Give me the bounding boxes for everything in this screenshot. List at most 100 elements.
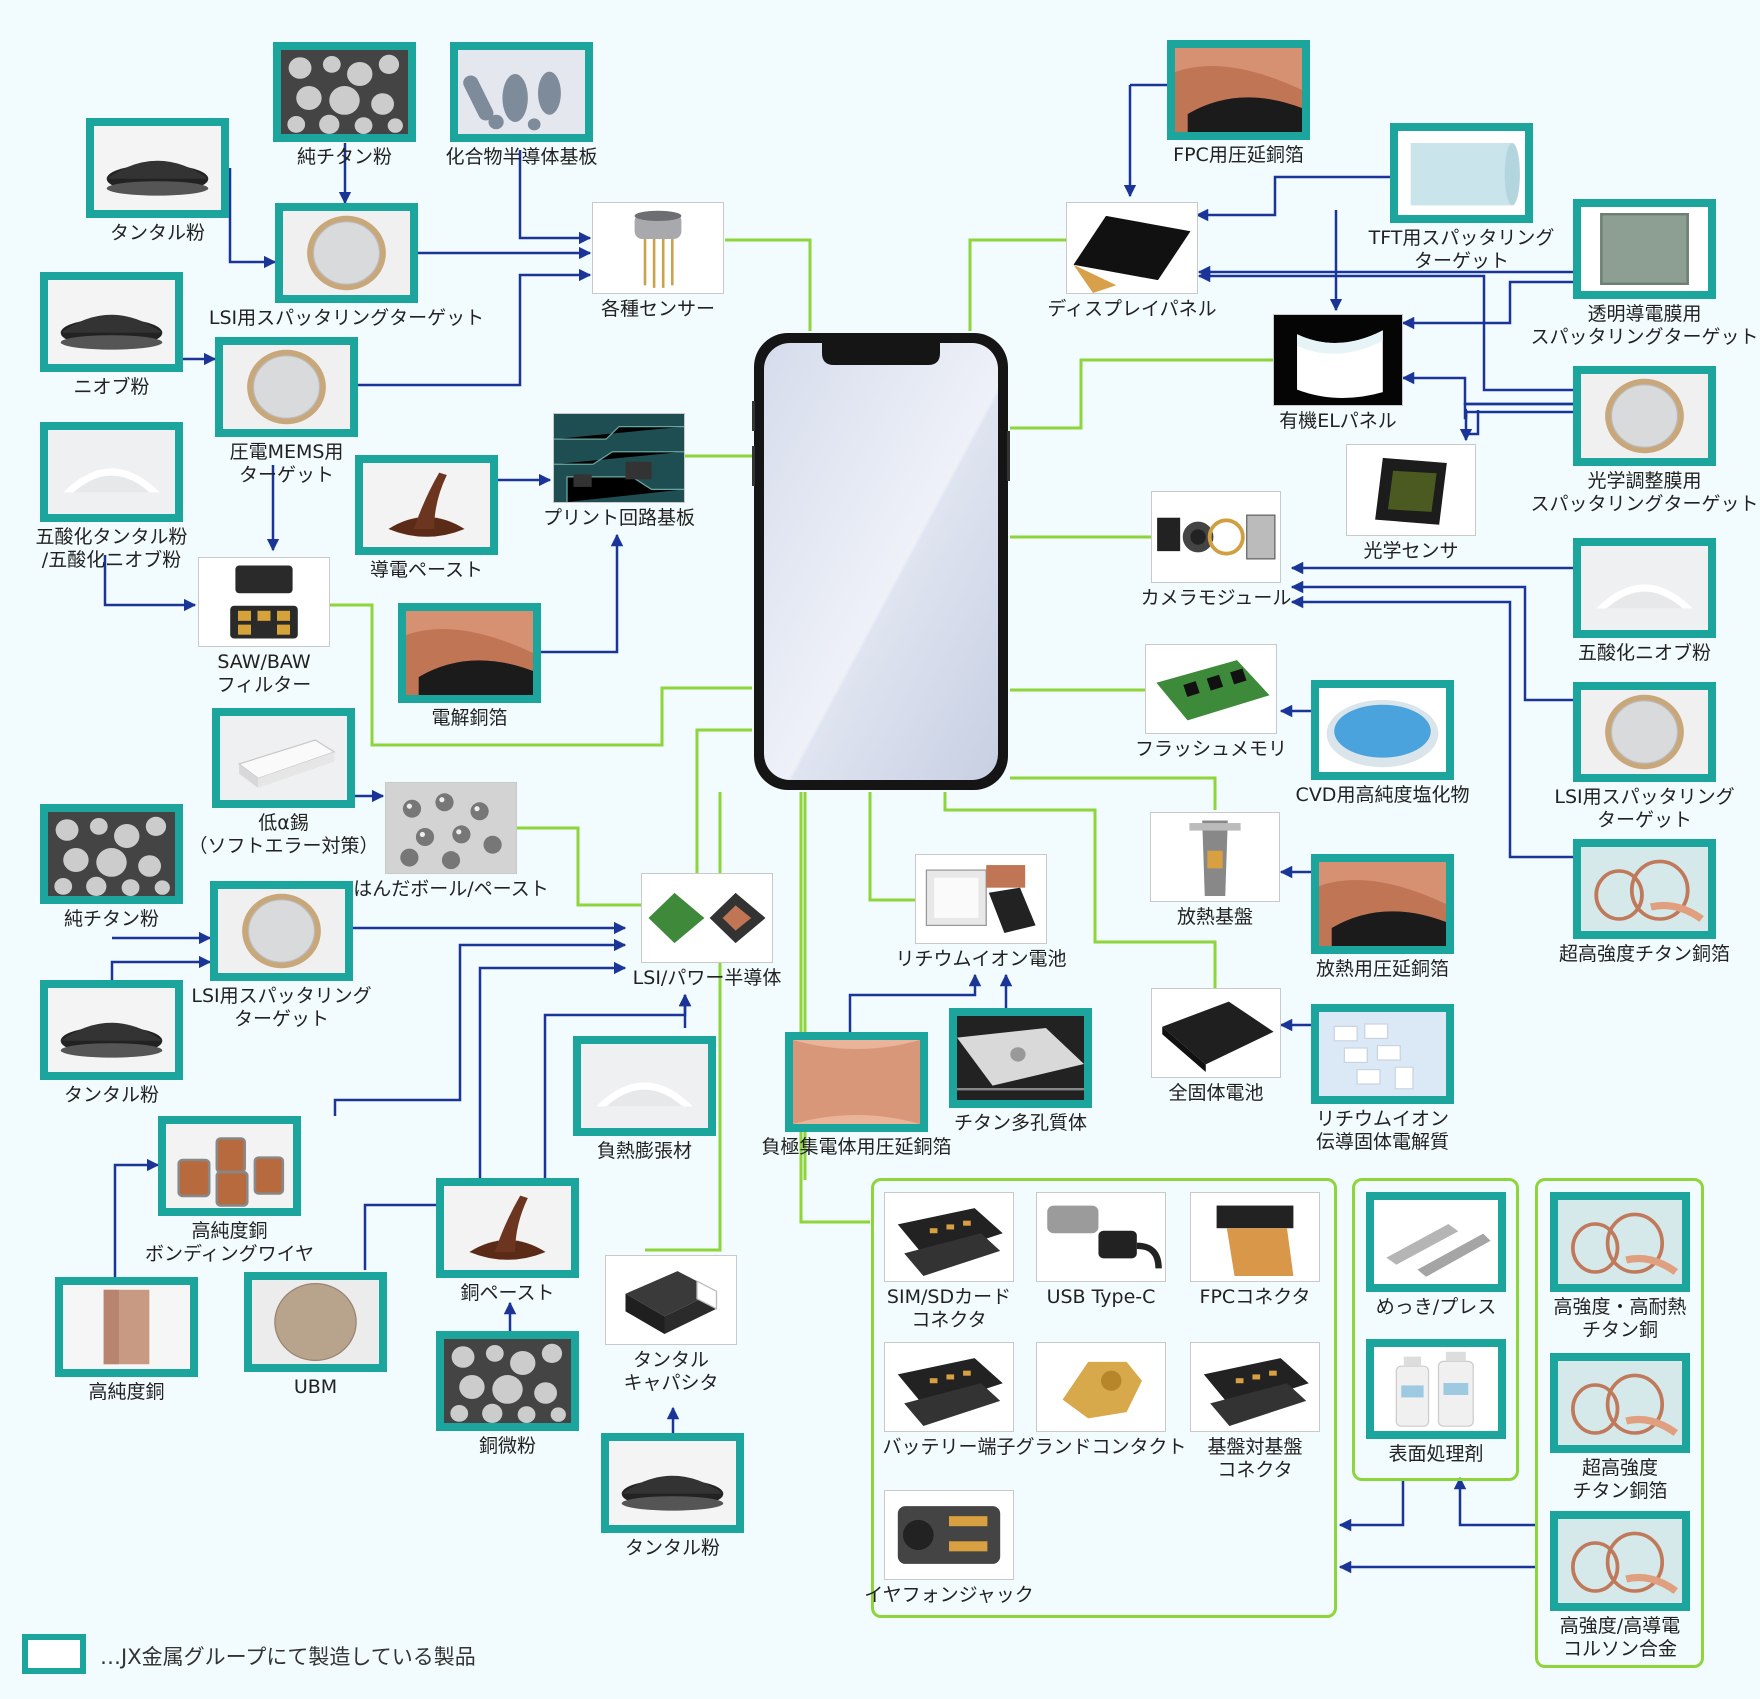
solder-ball-paste-label: はんだボール/ペースト	[353, 878, 549, 900]
earphone-jack-label: イヤフォンジャック	[864, 1584, 1034, 1606]
plating-press-node: めっき/プレス	[1366, 1192, 1506, 1318]
high-strength-heat-ticu-node: 高強度・高耐熱 チタン銅	[1550, 1192, 1690, 1341]
oled-icon	[1273, 314, 1403, 406]
tantalum-powder-2-node: タンタル粉	[40, 980, 183, 1106]
cvd-chloride-label: CVD用高純度塩化物	[1295, 784, 1470, 806]
flash-memory-node: フラッシュメモリ	[1135, 644, 1287, 760]
battery-terminal-label: バッテリー端子	[882, 1436, 1016, 1458]
tantalum-powder-3-label: タンタル粉	[624, 1537, 720, 1559]
target-disc-icon	[215, 337, 358, 437]
tin-ingot-icon	[212, 708, 355, 808]
capacitor-icon	[605, 1255, 737, 1345]
copper-block-icon	[55, 1277, 198, 1377]
tft-sputtering-target-node: TFT用スパッタリング ターゲット	[1369, 123, 1554, 272]
copper-fine-powder-label: 銅微粉	[478, 1435, 536, 1457]
copper-coil-icon	[1573, 839, 1716, 939]
blue-dish-icon	[1311, 680, 1454, 780]
compound-semiconductor-substrate-label: 化合物半導体基板	[445, 146, 598, 168]
titanium-porous-node: チタン多孔質体	[949, 1008, 1092, 1134]
target-disc-icon	[1573, 682, 1716, 782]
copper-coil-icon	[1550, 1353, 1690, 1453]
fpc-connector-icon	[1190, 1192, 1320, 1282]
solder-ball-paste-node: はんだボール/ペースト	[353, 782, 549, 900]
high-strength-corson-label: 高強度/高導電 コルソン合金	[1559, 1615, 1681, 1660]
usb-type-c-node: USB Type-C	[1036, 1192, 1166, 1308]
target-disc-icon	[210, 881, 353, 981]
ground-contact-node: グランドコンタクト	[1015, 1342, 1187, 1458]
connector-icon	[1190, 1342, 1320, 1432]
organic-el-panel-node: 有機ELパネル	[1273, 314, 1403, 432]
square-target-icon	[1573, 199, 1716, 299]
bottles-icon	[1366, 1339, 1506, 1439]
niobium-powder-node: ニオブ粉	[40, 272, 183, 398]
ground-contact-label: グランドコンタクト	[1015, 1436, 1187, 1458]
copper-paste-label: 銅ペースト	[460, 1282, 555, 1304]
pure-titanium-powder-1-label: 純チタン粉	[296, 146, 392, 168]
fpc-connector-label: FPCコネクタ	[1199, 1286, 1311, 1308]
tantalum-powder-2-label: タンタル粉	[63, 1084, 159, 1106]
display-panel-node: ディスプレイパネル	[1047, 202, 1217, 320]
negative-thermal-expansion-label: 負熱膨張材	[596, 1140, 692, 1162]
cvd-chloride-node: CVD用高純度塩化物	[1296, 680, 1469, 806]
solder-balls-icon	[385, 782, 517, 874]
lsi-sputtering-target-2-node: LSI用スパッタリング ターゲット	[191, 881, 372, 1030]
tft-sputtering-target-label: TFT用スパッタリング ターゲット	[1368, 227, 1555, 272]
usb-type-c-label: USB Type-C	[1046, 1286, 1156, 1308]
organic-el-panel-label: 有機ELパネル	[1279, 410, 1397, 432]
powder-white-icon	[573, 1036, 716, 1136]
heat-rolled-copper-foil-node: 放熱用圧延銅箔	[1311, 854, 1454, 980]
fpc-rolled-copper-foil-label: FPC用圧延銅箔	[1173, 144, 1304, 166]
wafer-icon	[244, 1272, 387, 1372]
fpc-connector-node: FPCコネクタ	[1190, 1192, 1320, 1308]
copper-foil-icon	[398, 603, 541, 703]
fpc-rolled-copper-foil-node: FPC用圧延銅箔	[1167, 40, 1310, 166]
conductive-paste-label: 導電ペースト	[369, 559, 484, 581]
porous-sheet-icon	[949, 1008, 1092, 1108]
anode-rolled-copper-foil-label: 負極集電体用圧延銅箔	[761, 1136, 952, 1158]
saw-baw-filter-node: SAW/BAW フィルター	[198, 557, 330, 696]
transparent-conductive-target-label: 透明導電膜用 スパッタリングターゲット	[1530, 303, 1759, 348]
lithium-ion-battery-label: リチウムイオン電池	[895, 948, 1067, 970]
paste-icon	[436, 1178, 579, 1278]
sim-sd-connector-node: SIM/SDカード コネクタ	[884, 1192, 1014, 1331]
legend-text: …JX金属グループにて製造している製品	[100, 1645, 476, 1669]
copper-fine-powder-node: 銅微粉	[436, 1331, 579, 1457]
flash-memory-label: フラッシュメモリ	[1134, 738, 1287, 760]
high-purity-copper-label: 高純度銅	[88, 1381, 165, 1403]
tantalum-niobium-pentoxide-label: 五酸化タンタル粉 /五酸化ニオブ粉	[35, 526, 188, 571]
niobium-powder-label: ニオブ粉	[73, 376, 150, 398]
connector-icon	[884, 1342, 1014, 1432]
surface-treatment-node: 表面処理剤	[1366, 1339, 1506, 1465]
optical-adjustment-target-label: 光学調整膜用 スパッタリングターゲット	[1530, 470, 1759, 515]
chip-package-icon	[198, 557, 330, 647]
ultra-high-strength-ticu-foil-2-label: 超高強度 チタン銅箔	[1572, 1457, 1668, 1502]
piezo-mems-target-node: 圧電MEMS用 ターゲット	[215, 337, 358, 486]
tantalum-powder-1-label: タンタル粉	[109, 222, 205, 244]
saw-baw-filter-label: SAW/BAW フィルター	[216, 651, 312, 696]
target-disc-icon	[1573, 366, 1716, 466]
tantalum-capacitor-node: タンタル キャパシタ	[605, 1255, 737, 1394]
bonding-wire-label: 高純度銅 ボンディングワイヤ	[144, 1220, 315, 1265]
pure-titanium-powder-2-label: 純チタン粉	[63, 908, 159, 930]
earphone-jack-node: イヤフォンジャック	[864, 1490, 1034, 1606]
connector-icon	[884, 1192, 1014, 1282]
powder-dark-icon	[40, 272, 183, 372]
solid-battery-icon	[1151, 988, 1281, 1078]
sensor-icon	[592, 202, 724, 294]
high-strength-corson-node: 高強度/高導電 コルソン合金	[1550, 1511, 1690, 1660]
usb-c-icon	[1036, 1192, 1166, 1282]
powder-granular-icon	[436, 1331, 579, 1431]
lsi-sputtering-target-3-node: LSI用スパッタリング ターゲット	[1554, 682, 1735, 831]
cylinder-target-icon	[1390, 123, 1533, 223]
copper-alloy-group	[1535, 1178, 1704, 1668]
pressed-parts-icon	[1366, 1192, 1506, 1292]
pcb-strip-icon	[1150, 812, 1280, 902]
pure-titanium-powder-2-node: 純チタン粉	[40, 804, 183, 930]
camera-module-label: カメラモジュール	[1140, 587, 1292, 609]
anode-rolled-copper-foil-node: 負極集電体用圧延銅箔	[761, 1032, 952, 1158]
battery-terminal-node: バッテリー端子	[882, 1342, 1016, 1458]
titanium-porous-label: チタン多孔質体	[953, 1112, 1087, 1134]
li-solid-electrolyte-node: リチウムイオン 伝導固体電解質	[1311, 1004, 1454, 1153]
board-to-board-connector-node: 基盤対基盤 コネクタ	[1190, 1342, 1320, 1481]
ultra-high-strength-ticu-foil-node: 超高強度チタン銅箔	[1559, 839, 1730, 965]
